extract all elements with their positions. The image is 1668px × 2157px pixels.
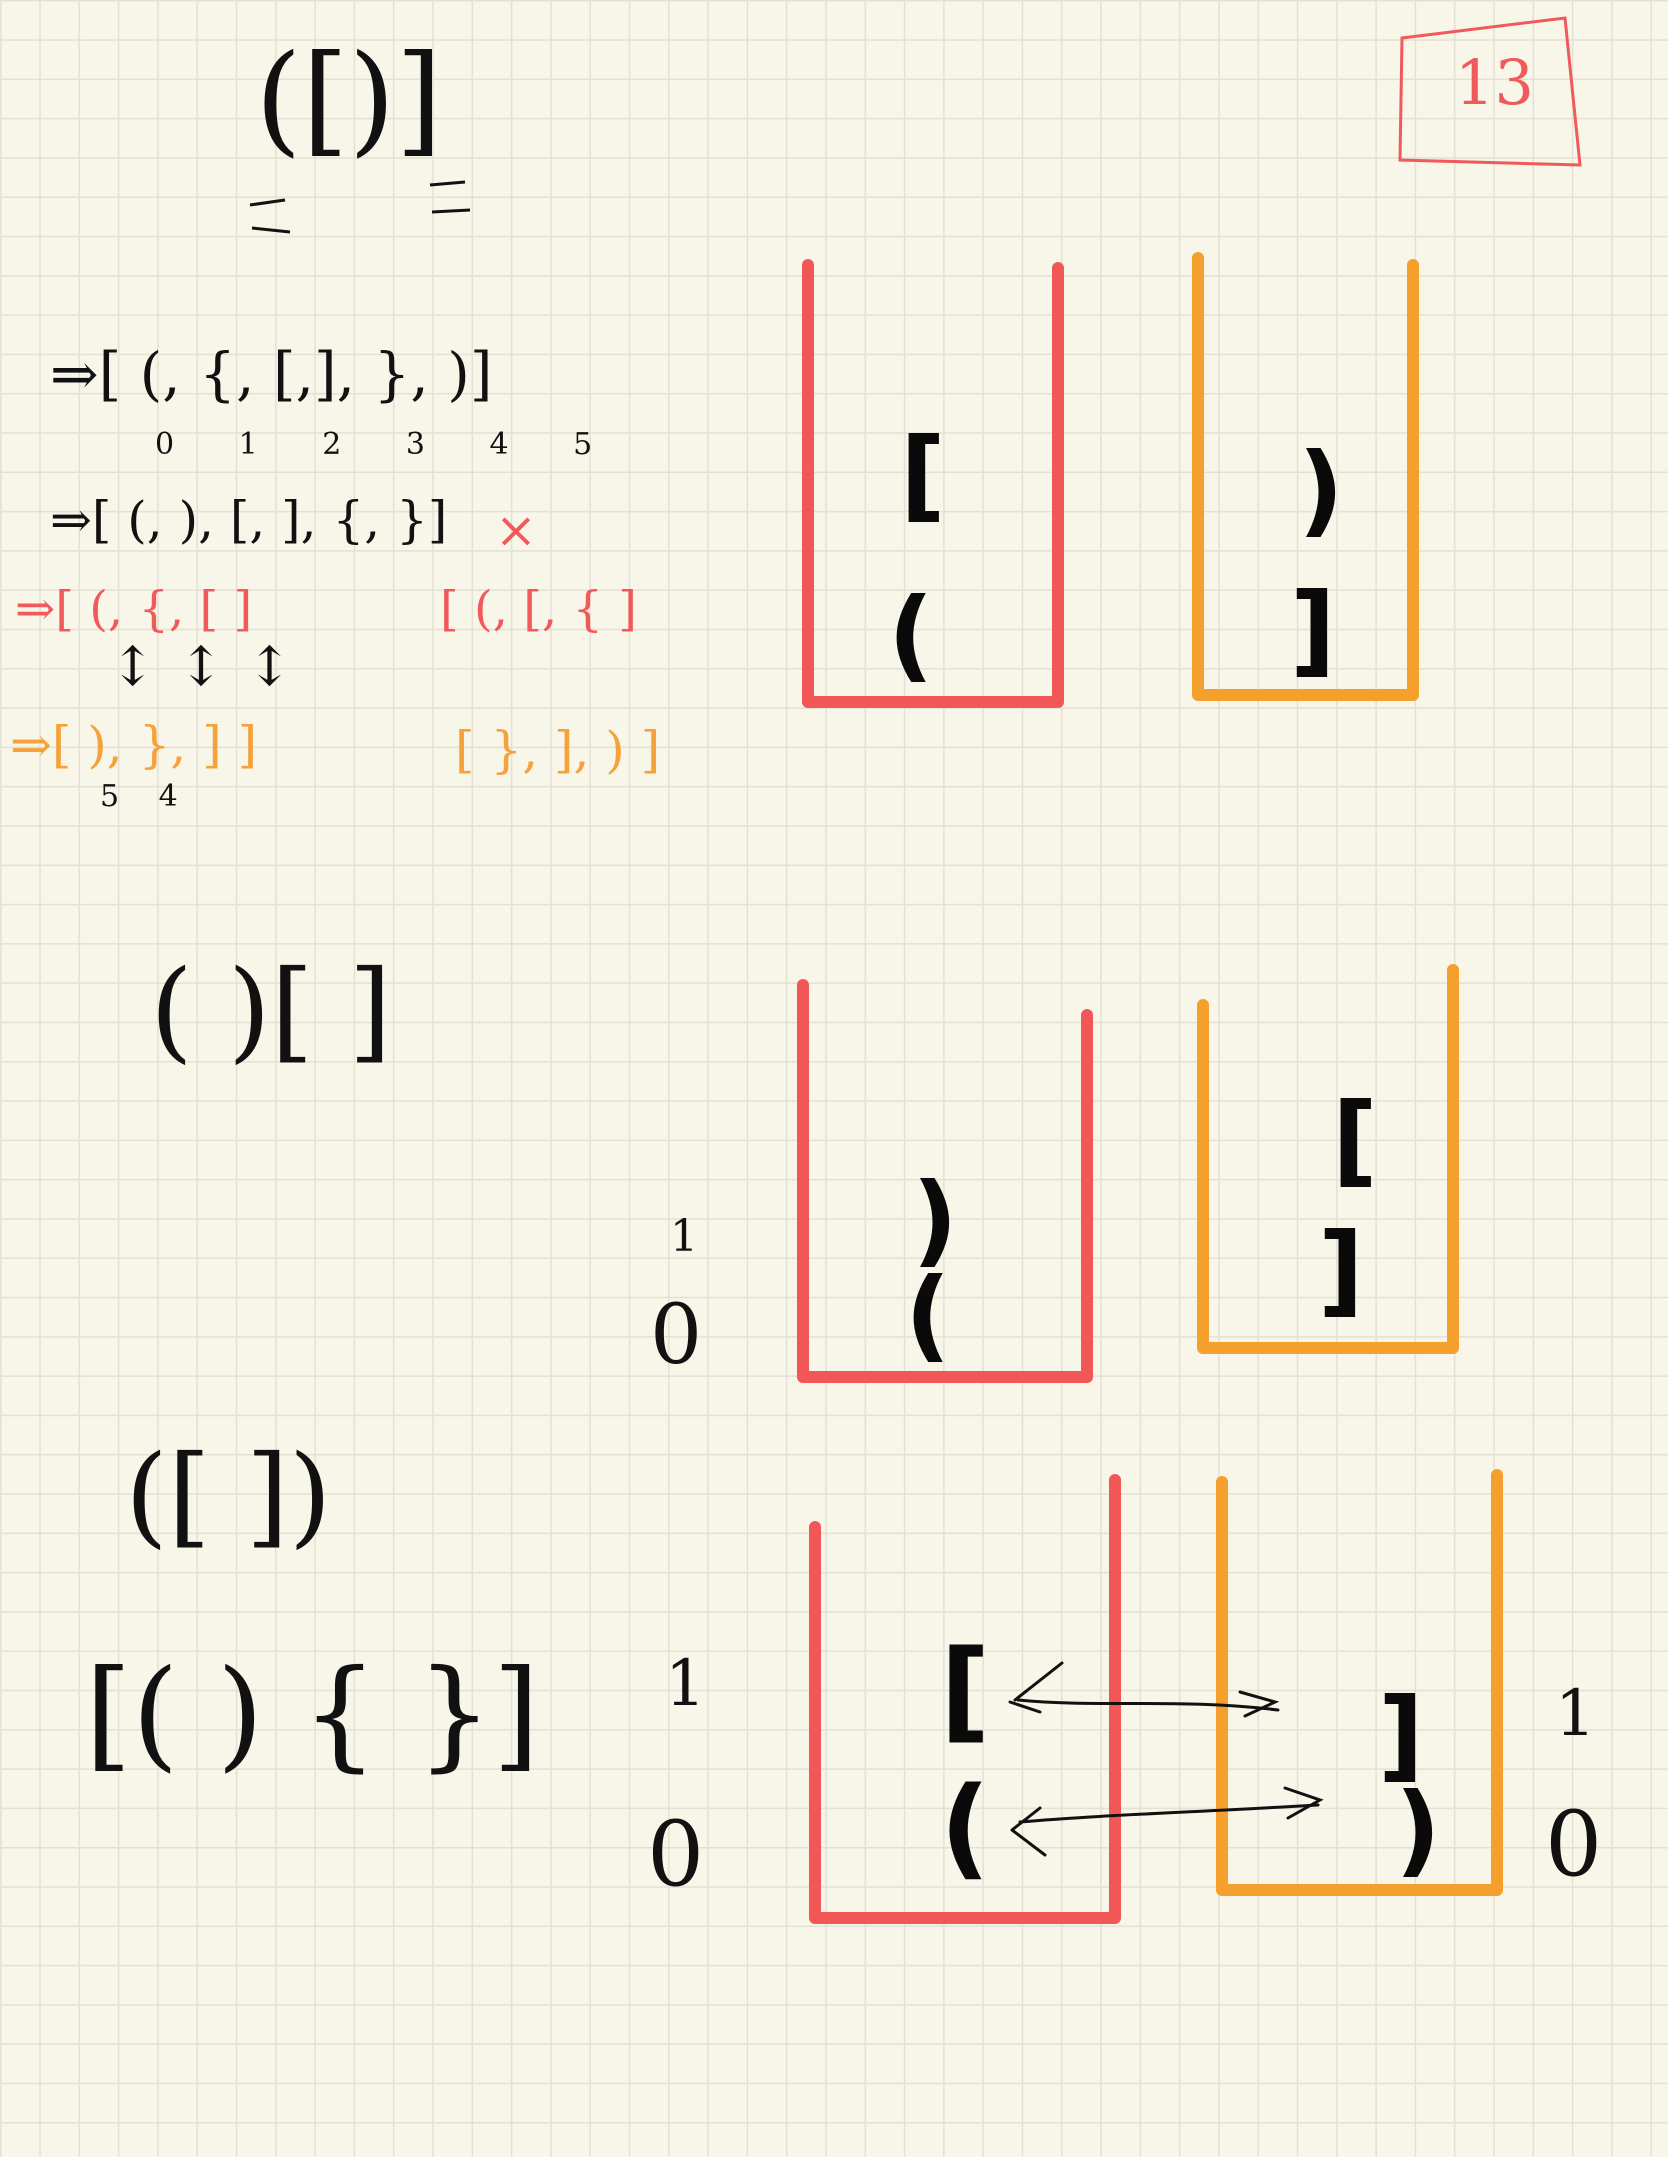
stack2-close-item-top: [	[1332, 1081, 1378, 1198]
open-list-a: ⇒[ (, {, [ ]	[15, 581, 253, 637]
middle-expression: ( )[ ]	[150, 946, 392, 1074]
stack2-open-item-bottom: (	[905, 1256, 951, 1373]
sequence-line-1: ⇒[ (, {, [,], }, )]	[50, 340, 493, 408]
stack2-counter-value: 0	[650, 1288, 703, 1383]
match-arrow-top	[1008, 1661, 1280, 1714]
match-arrow-top-head	[1238, 1690, 1280, 1718]
stack3-counter-mark-right: 1	[1555, 1677, 1596, 1751]
stack1-close-item-bottom: ]	[1290, 571, 1336, 688]
bottom-expression-1: ([ ])	[125, 1431, 332, 1559]
stack1-close-item-top: )	[1298, 431, 1344, 548]
match-arrow-bottom	[1010, 1803, 1320, 1857]
stack3-counter-mark-left: 1	[665, 1647, 706, 1721]
stack3-close-item-bottom: )	[1395, 1771, 1441, 1888]
open-list-b: [ (, [, { ]	[440, 581, 637, 637]
stack1-open-item-bottom: (	[888, 576, 934, 693]
close-list-a: ⇒[ ), }, ] ]	[10, 716, 258, 774]
page-number: 13	[1455, 46, 1534, 119]
stack3-open-item-top: [	[940, 1626, 991, 1754]
stack3-close-container	[1216, 1469, 1503, 1896]
stack3-counter-value-right: 0	[1545, 1792, 1603, 1897]
close-list-b: [ }, ], ) ]	[455, 721, 661, 779]
stack3-counter-value-left: 0	[647, 1802, 705, 1907]
sequence-indices: 0 1 2 3 4 5	[155, 427, 593, 462]
stack2-open-item-top: )	[912, 1161, 958, 1278]
stack2-counter-mark: 1	[670, 1211, 698, 1262]
cross-mark-icon: ×	[495, 501, 537, 559]
bottom-expression-2: [( ) { }]	[85, 1645, 540, 1784]
match-arrows-icon: ↕ ↕ ↕	[110, 635, 293, 698]
close-indices: 5 4	[100, 779, 178, 814]
top-expression: ([)]	[255, 30, 443, 169]
stack3-close-item-top: ]	[1378, 1676, 1424, 1793]
stack1-open-item-top: [	[900, 416, 946, 533]
stack3-open-item-bottom: (	[940, 1763, 991, 1891]
match-arrow-bottom-head	[1283, 1786, 1324, 1820]
sequence-line-2: ⇒[ (, ), [, ], {, }]	[50, 491, 448, 549]
stack2-close-item-bottom: ]	[1318, 1211, 1364, 1328]
